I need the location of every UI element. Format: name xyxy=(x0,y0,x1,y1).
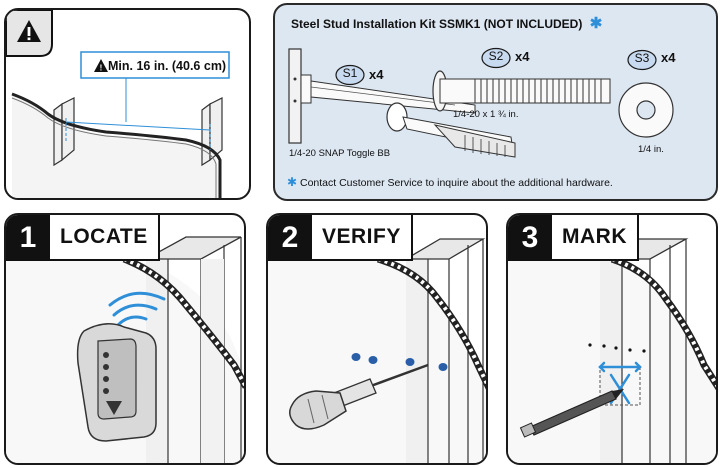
locate-stud-illustration xyxy=(6,236,244,463)
step-number: 1 xyxy=(6,215,50,261)
svg-text:!: ! xyxy=(100,64,103,73)
min-spacing-callout: Min. 16 in. (40.6 cm) xyxy=(108,59,227,73)
step-1-header: 1 LOCATE xyxy=(6,215,160,261)
item-s1-id: S1 xyxy=(342,66,358,80)
item-s2-id: S2 xyxy=(488,49,504,63)
screwdriver-illustration xyxy=(289,363,429,430)
item-s3-desc: 1/4 in. xyxy=(638,144,664,155)
item-s3-qty: x4 xyxy=(661,50,676,65)
asterisk-icon: ✱ xyxy=(287,175,298,189)
kit-title: Steel Stud Installation Kit SSMK1 (NOT I… xyxy=(291,15,603,32)
asterisk-icon: ✱ xyxy=(589,15,603,32)
step-number: 2 xyxy=(268,215,312,261)
step-title: VERIFY xyxy=(312,215,413,261)
mark-stud-illustration xyxy=(508,238,716,463)
item-s3-id: S3 xyxy=(634,51,650,65)
step-2-panel: 2 VERIFY xyxy=(266,213,488,465)
step-title: LOCATE xyxy=(50,215,160,261)
hardware-kit-panel: Steel Stud Installation Kit SSMK1 (NOT I… xyxy=(273,3,718,201)
warning-panel: ! Min. 16 in. (40.6 cm) xyxy=(4,8,251,200)
step-2-header: 2 VERIFY xyxy=(268,215,413,261)
hardware-illustrations xyxy=(288,47,674,158)
step-number: 3 xyxy=(508,215,552,261)
kit-note: ✱ Contact Customer Service to inquire ab… xyxy=(287,175,613,189)
verify-stud-illustration xyxy=(268,238,486,463)
step-title: MARK xyxy=(552,215,639,261)
step-3-panel: 3 MARK xyxy=(506,213,718,465)
item-s1-desc: 1/4-20 SNAP Toggle BB xyxy=(289,148,391,159)
item-s2-qty: x4 xyxy=(515,49,530,64)
pencil-illustration xyxy=(519,389,624,438)
warning-icon xyxy=(16,18,42,44)
step-3-header: 3 MARK xyxy=(508,215,639,261)
step-1-panel: 1 LOCATE xyxy=(4,213,246,465)
wall-stud-spacing-illustration: ! xyxy=(6,10,230,198)
item-s2-desc: 1/4-20 x 1 ¾ in. xyxy=(453,109,519,120)
stud-finder-device xyxy=(76,323,157,442)
machine-bolt-illustration xyxy=(432,70,611,112)
snap-toggle-illustration xyxy=(288,48,516,158)
washer-illustration xyxy=(618,82,674,138)
item-s1-qty: x4 xyxy=(369,67,384,82)
